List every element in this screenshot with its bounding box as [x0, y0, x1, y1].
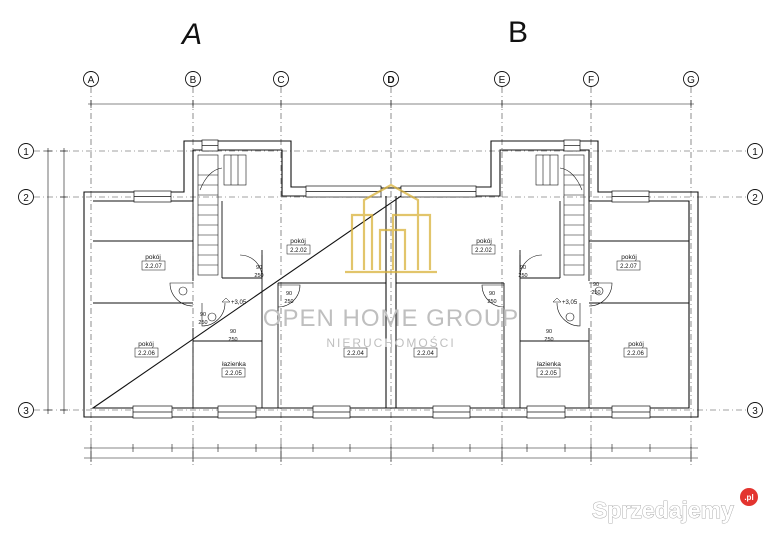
room-labels: pokój 2.2.07 pokój 2.2.02 pokój 2.2.06 ł… — [134, 238, 648, 378]
room-name-2-2-02-a: pokój — [290, 238, 306, 245]
door-height-7: 250 — [544, 337, 553, 343]
watermark-tagline: NIERUCHOMOŚCI — [326, 335, 455, 350]
section-letter-a: A — [180, 18, 202, 51]
room-number-2-2-07-a: 2.2.07 — [145, 264, 162, 270]
door-labels: 90 250 90 250 90 250 90 250 90 250 90 25… — [198, 265, 600, 343]
door-height-2: 250 — [228, 337, 237, 343]
axis-label-d: D — [387, 75, 394, 86]
room-name-2-2-06-a: pokój — [138, 341, 154, 348]
watermark-company: OPEN HOME GROUP — [263, 305, 519, 332]
room-name-2-2-05-a: łazienka — [222, 361, 246, 368]
room-name-2-2-06-b: pokój — [628, 341, 644, 348]
door-height-5: 250 — [487, 299, 496, 305]
axis-label-2-right: 2 — [752, 193, 758, 204]
room-number-2-2-04-b: 2.2.04 — [417, 351, 434, 357]
dimension-chain-left — [44, 148, 68, 414]
axis-label-c: C — [277, 75, 284, 86]
door-width-4: 90 — [286, 291, 292, 297]
level-marks: +3,05 +3,05 — [221, 297, 578, 306]
section-letter-b: B — [508, 16, 528, 49]
brand-mark: Sprzedajemy .pl — [592, 488, 758, 523]
interior-partitions — [93, 201, 689, 408]
room-number-2-2-02-a: 2.2.02 — [290, 248, 307, 254]
room-name-2-2-07-a: pokój — [145, 254, 161, 261]
room-number-2-2-05-a: 2.2.05 — [225, 371, 242, 377]
door-height-8: 250 — [591, 290, 600, 296]
door-height-6: 250 — [518, 273, 527, 279]
door-width-5: 90 — [489, 291, 495, 297]
staircase-b — [535, 154, 585, 276]
watermark-logo-icon — [345, 183, 437, 274]
door-width-8: 90 — [593, 282, 599, 288]
axis-label-3-left: 3 — [23, 406, 29, 417]
dimension-chain-top — [88, 100, 694, 108]
brand-name: Sprzedajemy — [592, 497, 734, 523]
room-number-2-2-05-b: 2.2.05 — [540, 371, 557, 377]
axis-label-1-right: 1 — [752, 147, 758, 158]
axis-bubbles-horizontal: 1 2 3 1 2 3 — [18, 143, 763, 418]
axis-label-3-right: 3 — [752, 406, 758, 417]
room-number-2-2-06-a: 2.2.06 — [138, 351, 155, 357]
door-height-4: 250 — [284, 299, 293, 305]
level-mark-b: +3,05 — [562, 300, 578, 306]
axis-label-g: G — [687, 75, 695, 86]
door-swings — [169, 254, 613, 327]
door-width-2: 90 — [230, 329, 236, 335]
brand-pl-badge-icon — [740, 488, 758, 506]
brand-suffix: .pl — [744, 493, 753, 502]
staircase-a — [197, 154, 247, 276]
door-height-1: 250 — [198, 320, 207, 326]
room-name-2-2-02-b: pokój — [476, 238, 492, 245]
room-name-2-2-07-b: pokój — [621, 254, 637, 261]
room-number-2-2-02-b: 2.2.02 — [475, 248, 492, 254]
axis-label-a: A — [88, 75, 95, 86]
door-width-1: 90 — [200, 312, 206, 318]
axis-bubbles-vertical: A B C D E F G — [83, 71, 699, 87]
axis-label-e: E — [499, 75, 506, 86]
door-width-7: 90 — [546, 329, 552, 335]
door-width-6: 90 — [520, 265, 526, 271]
dimension-chain-bottom — [84, 444, 698, 462]
room-name-2-2-05-b: łazienka — [537, 361, 561, 368]
windows — [132, 139, 651, 419]
room-number-2-2-06-b: 2.2.06 — [627, 351, 644, 357]
axis-label-b: B — [190, 75, 197, 86]
axis-label-2-left: 2 — [23, 193, 29, 204]
axis-label-1-left: 1 — [23, 147, 29, 158]
level-mark-a: +3,05 — [231, 300, 247, 306]
room-number-2-2-04-a: 2.2.04 — [347, 351, 364, 357]
door-width-3: 90 — [256, 265, 262, 271]
room-number-2-2-07-b: 2.2.07 — [620, 264, 637, 270]
axis-label-f: F — [588, 75, 594, 86]
door-height-3: 250 — [254, 273, 263, 279]
horizontal-axis-lines — [34, 150, 748, 411]
watermark: OPEN HOME GROUP NIERUCHOMOŚCI — [263, 183, 519, 350]
